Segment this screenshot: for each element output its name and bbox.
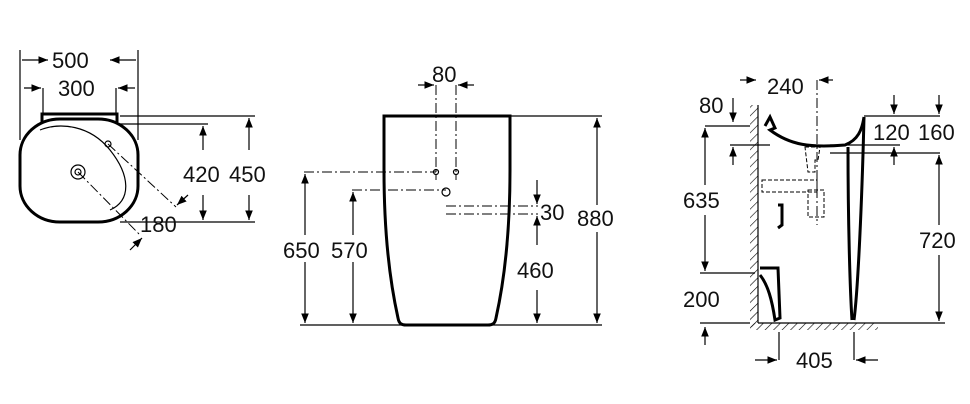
basin-back-tab [40, 112, 119, 122]
dim-570: 570 [331, 238, 368, 263]
dim-635: 635 [683, 188, 720, 213]
dim-650: 650 [283, 238, 320, 263]
basin-outline-top [18, 117, 140, 224]
dim-240: 240 [767, 74, 804, 99]
dim-880: 880 [577, 206, 614, 231]
basin-side-profile [763, 113, 866, 148]
dim-720: 720 [919, 228, 956, 253]
wall-hatch [750, 105, 758, 327]
dim-460: 460 [517, 258, 554, 283]
dim-500: 500 [52, 48, 89, 73]
front-view: 80 880 650 570 30 460 [283, 62, 614, 327]
side-view: 240 80 120 160 635 720 200 405 [683, 74, 956, 373]
dim-200: 200 [683, 287, 720, 312]
floor-hatch [750, 323, 878, 330]
dim-30: 30 [540, 200, 564, 225]
dim-80-side: 80 [699, 93, 723, 118]
drain-icon [70, 164, 86, 180]
dim-450: 450 [229, 162, 266, 187]
dim-120: 120 [873, 120, 910, 145]
dim-420: 420 [183, 162, 220, 187]
dim-160: 160 [918, 120, 955, 145]
dim-180: 180 [140, 212, 177, 237]
pedestal-outline [382, 114, 512, 327]
dim-80-front: 80 [432, 62, 456, 87]
bowl-inner [39, 125, 127, 211]
dim-300: 300 [58, 76, 95, 101]
top-view: 500 300 420 450 180 [18, 48, 266, 251]
dim-405: 405 [796, 348, 833, 373]
pedestal-side [846, 116, 866, 321]
tap-hole-icon [104, 140, 112, 148]
